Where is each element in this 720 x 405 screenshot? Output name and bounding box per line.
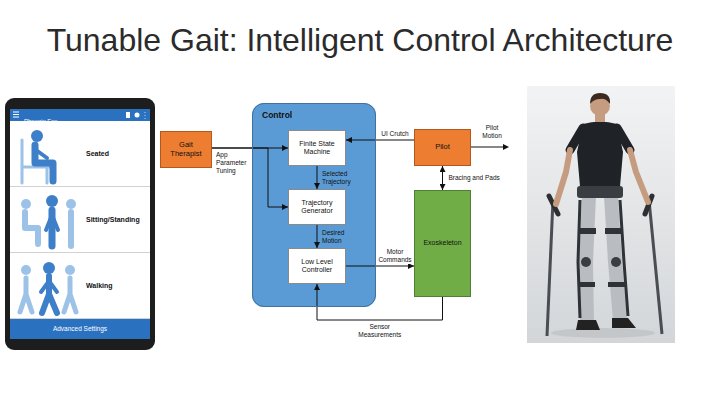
knee-joint — [581, 257, 591, 267]
hardware-box: Exoskeleton — [414, 190, 471, 297]
connector-arrow — [317, 166, 318, 189]
edge-label: Motor Commands — [377, 248, 414, 264]
edge-label: UI Crutch — [380, 130, 409, 138]
floor-shadow — [551, 328, 655, 338]
sleeve — [570, 128, 583, 150]
leg — [611, 196, 620, 320]
person-head — [21, 199, 31, 209]
person-arm — [41, 281, 57, 292]
exo-frame — [578, 200, 580, 318]
edge-label: App Parameter Tuning — [215, 151, 251, 175]
person-body — [35, 145, 53, 181]
leg-strap — [578, 228, 596, 234]
connector-arrow — [346, 140, 414, 141]
person-head — [66, 199, 76, 209]
photo-ground — [527, 86, 675, 343]
connector-arrow — [346, 266, 414, 267]
tablet-app: Phoenix ExoSeatedSitting/StandingWalking… — [5, 98, 155, 350]
seated-icon — [22, 130, 53, 183]
node-label: Finite State Machine — [292, 140, 342, 156]
mode-row: Sitting/Standing — [10, 187, 150, 253]
node-label: Exoskeleton — [423, 239, 461, 247]
node-label: Walking — [86, 282, 113, 289]
connector-arrow — [442, 166, 443, 190]
sit-stand-icon — [21, 195, 76, 246]
person-head — [43, 262, 55, 274]
hair — [590, 93, 610, 104]
node-label: Trajectory Generator — [292, 199, 342, 215]
node-label: Low Level Controller — [292, 258, 342, 274]
connector-arrow — [317, 225, 318, 248]
process-box: Low Level Controller — [288, 248, 346, 284]
node-label: Phoenix Exo — [24, 115, 58, 127]
node-label: Pilot — [435, 143, 450, 152]
edge-label: Sensor Measurements — [353, 323, 407, 339]
hip-frame — [577, 186, 623, 198]
tablet-screen-ground — [10, 109, 150, 339]
slide-title: Tunable Gait: Intelligent Control Archit… — [47, 20, 674, 60]
crutch — [547, 200, 553, 336]
menu-icon — [13, 112, 19, 117]
shoe — [612, 318, 636, 328]
person-head — [65, 265, 75, 275]
person-body — [42, 276, 57, 313]
edge-label: Bracing and Pads — [448, 174, 501, 182]
node-label: Control — [262, 110, 292, 120]
mode-row: Seated — [10, 121, 150, 187]
node-label: Seated — [86, 150, 109, 157]
mode-row: Walking — [10, 253, 150, 319]
person-body — [64, 278, 76, 312]
knee-joint — [611, 257, 621, 267]
exo-frame — [620, 200, 628, 316]
pilot-photo — [527, 86, 675, 343]
leg-strap — [608, 282, 625, 287]
arm — [630, 150, 648, 202]
control-group: ControlFinite State MachineTrajectory Ge… — [252, 103, 376, 307]
person-arm — [36, 150, 47, 158]
person-arm — [46, 215, 58, 230]
shoe — [576, 320, 600, 330]
person-body — [68, 212, 74, 246]
process-box: Trajectory Generator — [288, 189, 346, 225]
process-box: Finite State Machine — [288, 130, 346, 166]
arm — [556, 150, 570, 204]
node-label: Advanced Settings — [53, 325, 107, 332]
connector-arrow — [212, 148, 288, 207]
actor-box: Pilot — [414, 129, 471, 166]
more-icon — [144, 112, 145, 119]
person-head — [46, 195, 58, 207]
annotation-label: Pilot Motion — [476, 124, 508, 140]
actor-box: Gait Therapist — [160, 131, 212, 168]
walking-icon — [20, 262, 76, 313]
device-icon — [126, 112, 130, 118]
pilot-motion-line — [471, 147, 503, 148]
control-fill — [252, 103, 376, 307]
crutch — [649, 200, 662, 334]
node-label: Gait Therapist — [164, 141, 208, 158]
person-head — [31, 130, 43, 142]
leg-strap — [605, 228, 623, 234]
person-head — [21, 265, 31, 275]
info-icon — [135, 113, 140, 118]
person-body — [25, 212, 38, 244]
settings-bar: Advanced Settings — [10, 319, 150, 339]
edge-label: Desired Motion — [321, 229, 359, 245]
arrow-head — [503, 144, 509, 150]
edge-label: Selected Trajectory — [321, 170, 359, 186]
node-label: Sitting/Standing — [86, 216, 140, 223]
sleeve — [617, 128, 630, 150]
leg-strap — [578, 282, 595, 287]
person-body — [20, 278, 32, 312]
